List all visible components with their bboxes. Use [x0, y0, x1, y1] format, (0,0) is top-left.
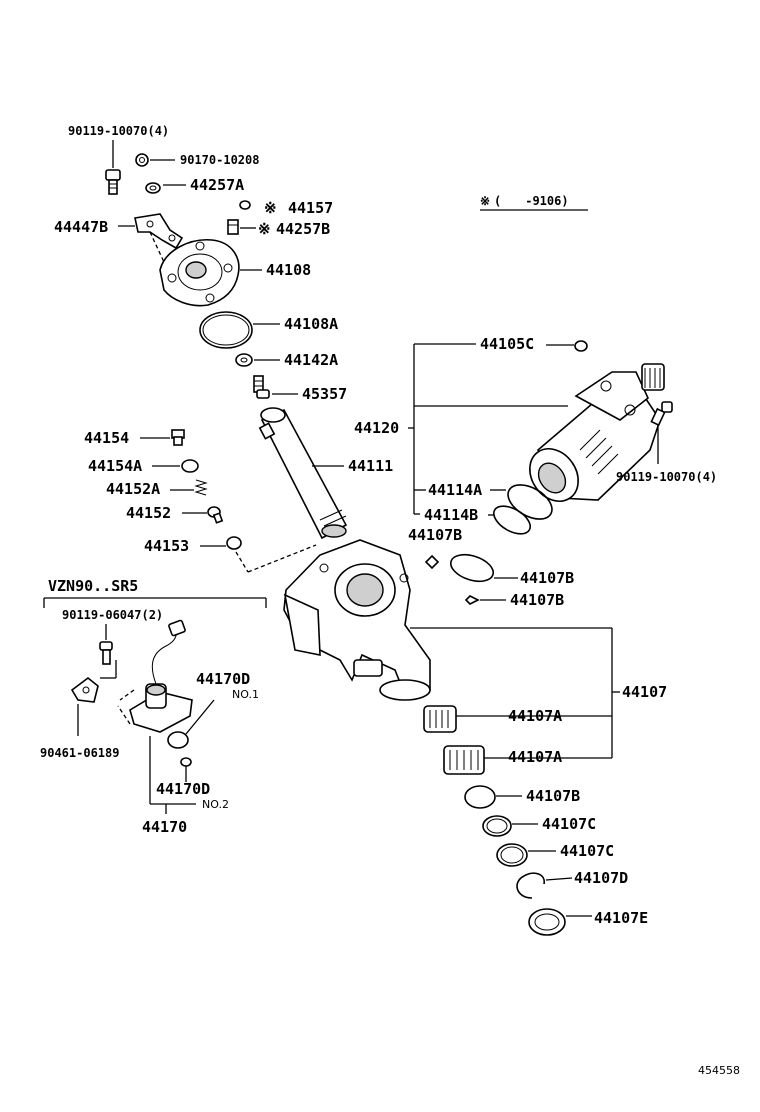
label-44107B-mid: 44107B: [520, 569, 574, 587]
bearing-44107A-1: [423, 705, 457, 733]
label-44107C-2: 44107C: [560, 842, 614, 860]
label-44107A-1: 44107A: [508, 707, 562, 725]
label-44107B-small: 44107B: [510, 591, 564, 609]
plug-44154: [140, 429, 185, 446]
label-44105C: 44105C: [480, 335, 534, 353]
label-44257A: 44257A: [190, 176, 244, 194]
o-ring-44154A: [152, 459, 199, 473]
label-44447B: 44447B: [54, 218, 108, 236]
label-44108: 44108: [266, 261, 311, 279]
label-44170D-2: 44170D: [156, 780, 210, 798]
label-44170D-1: 44170D: [196, 670, 250, 688]
label-44107D: 44107D: [574, 869, 628, 887]
label-45357: 45357: [302, 385, 347, 403]
note-no1: NO.1: [232, 688, 259, 701]
label-44107A-2: 44107A: [508, 748, 562, 766]
star-mark-44257B: ※: [258, 220, 271, 238]
label-44154: 44154: [84, 429, 129, 447]
label-44152: 44152: [126, 504, 171, 522]
label-44153: 44153: [144, 537, 189, 555]
label-44107: 44107: [622, 683, 667, 701]
seal-44107E: [528, 908, 592, 936]
legend-text: ( -9106): [494, 194, 569, 208]
bolt-90119-06047: [99, 624, 117, 679]
bracket-44170: [149, 736, 196, 814]
bolt-90119-10070-top: [105, 140, 121, 195]
seal-44107B-small: [464, 595, 506, 605]
label-44107B-lower: 44107B: [526, 787, 580, 805]
star-mark-44157: ※: [264, 199, 277, 217]
o-ring-44114B: [488, 505, 531, 535]
cap-44157: [239, 200, 251, 210]
note-no2: NO.2: [202, 798, 229, 811]
o-ring-44107B-mid: [449, 553, 518, 583]
label-90461-06189: 90461-06189: [40, 746, 119, 760]
label-44152A: 44152A: [106, 480, 160, 498]
clip-90461-06189: [70, 676, 99, 736]
washer-44257A: [145, 182, 186, 194]
label-90119-10070-right: 90119-10070(4): [616, 470, 717, 484]
shaft-44111: [258, 407, 348, 540]
o-ring-44108A: [199, 311, 280, 349]
ring-44107B-lower: [464, 785, 522, 809]
label-44107B-upper-left: 44107B: [408, 526, 462, 544]
ring-44107C-2: [496, 843, 556, 867]
spring-44152A: [170, 479, 208, 496]
label-44120: 44120: [354, 419, 399, 437]
group-bracket-44107: [410, 627, 620, 759]
label-90170-10208: 90170-10208: [180, 153, 259, 167]
seat-44153: [200, 536, 317, 573]
valve-44152: [182, 506, 224, 524]
bolt-90119-10070-right: [650, 401, 673, 464]
nut-90170-10208: [135, 153, 175, 167]
label-44114B: 44114B: [424, 506, 478, 524]
gear-housing-44107: [283, 539, 431, 701]
valve-body-44120: [529, 363, 665, 502]
label-44154A: 44154A: [88, 457, 142, 475]
label-90119-06047: 90119-06047(2): [62, 608, 163, 622]
cover-44108: [159, 239, 262, 307]
o-ring-44170D-1: [167, 699, 215, 749]
snap-ring-44107D: [516, 872, 573, 899]
fitting-44257B: [227, 219, 256, 235]
ring-44107C-1: [482, 815, 538, 837]
plug-44105C: [546, 340, 588, 352]
label-44108A: 44108A: [284, 315, 338, 333]
figure-id: 454558: [698, 1064, 740, 1077]
label-44107C-1: 44107C: [542, 815, 596, 833]
variant-title: VZN90..SR5: [48, 577, 138, 595]
label-44257B: 44257B: [276, 220, 330, 238]
label-44111: 44111: [348, 457, 393, 475]
o-ring-44170D-2: [180, 757, 192, 782]
label-44114A: 44114A: [428, 481, 482, 499]
label-44142A: 44142A: [284, 351, 338, 369]
seal-44107B-upper-left: [424, 554, 440, 570]
legend-mark: ※: [480, 194, 490, 208]
washer-44142A: [235, 353, 280, 367]
screw-45357: [253, 375, 298, 399]
label-44107E: 44107E: [594, 909, 648, 927]
bearing-44107A-2: [443, 745, 485, 775]
label-44157: 44157: [288, 199, 333, 217]
label-44170: 44170: [142, 818, 187, 836]
bracket-44120: [408, 343, 568, 515]
label-90119-10070-top: 90119-10070(4): [68, 124, 169, 138]
sensor-44170: [117, 619, 193, 733]
